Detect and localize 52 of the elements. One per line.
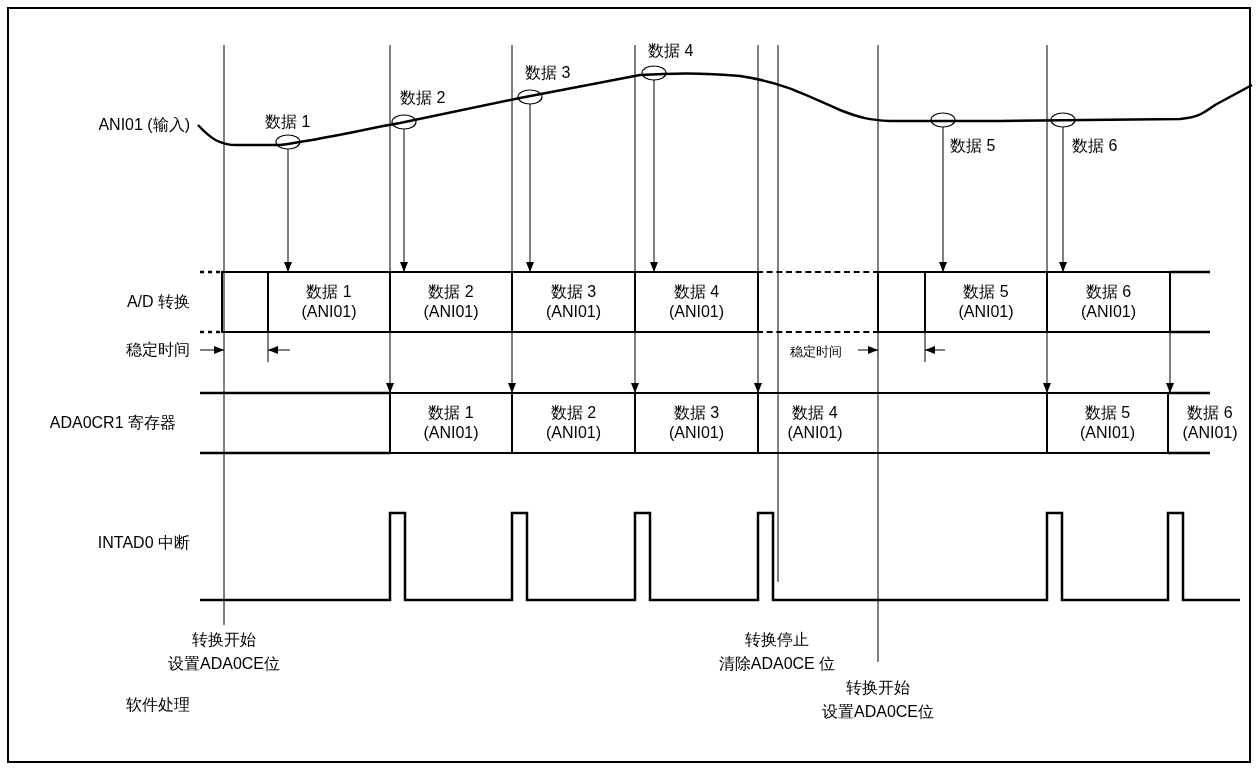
data-segment: 数据 3 (ANI01) (511, 271, 636, 333)
data-segment: 数据 2 (ANI01) (389, 271, 513, 333)
event-label: 设置ADA0CE位 (167, 654, 281, 674)
arrow (1043, 331, 1051, 394)
arrow (284, 148, 292, 273)
arrow (1059, 126, 1067, 273)
row-label: ANI01 (输入) (98, 115, 190, 135)
sample-label: 数据 6 (1072, 136, 1118, 156)
sample-label: 数据 5 (950, 136, 996, 156)
sample-ellipse (275, 134, 301, 150)
sample-label: 数据 1 (265, 112, 311, 132)
sample-ellipse (391, 114, 417, 130)
event-label: 转换开始 (845, 678, 911, 698)
stabilization-segment (221, 271, 269, 333)
sample-label: 数据 4 (648, 41, 694, 61)
arrow (400, 128, 408, 273)
data-segment: 数据 5 (ANI01) (924, 271, 1048, 333)
data-segment: 数据 1 (ANI01) (267, 271, 391, 333)
data-segment: 数据 6 (ANI01) (1167, 392, 1251, 454)
sample-ellipse (930, 112, 956, 128)
arrow (508, 331, 516, 394)
row-label: 软件处理 (126, 695, 190, 715)
stabilization-segment (877, 271, 926, 333)
event-label: 转换停止 (744, 630, 810, 650)
data-segment: 数据 5 (ANI01) (1046, 392, 1169, 454)
row-label: ADA0CR1 寄存器 (49, 413, 176, 433)
data-segment: 数据 4 (ANI01) (634, 271, 759, 333)
idle-segment (757, 271, 879, 333)
data-segment: 数据 2 (ANI01) (511, 392, 636, 454)
event-label: 转换开始 (191, 630, 257, 650)
arrow (631, 331, 639, 394)
sample-label: 数据 2 (400, 88, 446, 108)
arrow (939, 126, 947, 273)
arrow (526, 103, 534, 273)
row-label: A/D 转换 (126, 292, 190, 312)
sample-ellipse (641, 65, 667, 81)
arrow (650, 79, 658, 273)
data-segment: 数据 6 (ANI01) (1046, 271, 1171, 333)
arrow (1166, 331, 1174, 394)
arrow (386, 331, 394, 394)
sample-ellipse (1050, 112, 1076, 128)
data-segment: 数据 3 (ANI01) (634, 392, 759, 454)
sample-label: 数据 3 (525, 63, 571, 83)
row-label: 稳定时间 (126, 340, 190, 360)
dimension-label: 稳定时间 (790, 343, 842, 361)
arrow (754, 331, 762, 394)
event-label: 设置ADA0CE位 (821, 702, 935, 722)
event-label: 清除ADA0CE 位 (717, 654, 837, 674)
data-segment: 数据 1 (ANI01) (389, 392, 513, 454)
sample-ellipse (517, 89, 543, 105)
data-segment: 数据 4 (ANI01) (757, 392, 1048, 454)
row-label: INTAD0 中断 (97, 533, 190, 553)
